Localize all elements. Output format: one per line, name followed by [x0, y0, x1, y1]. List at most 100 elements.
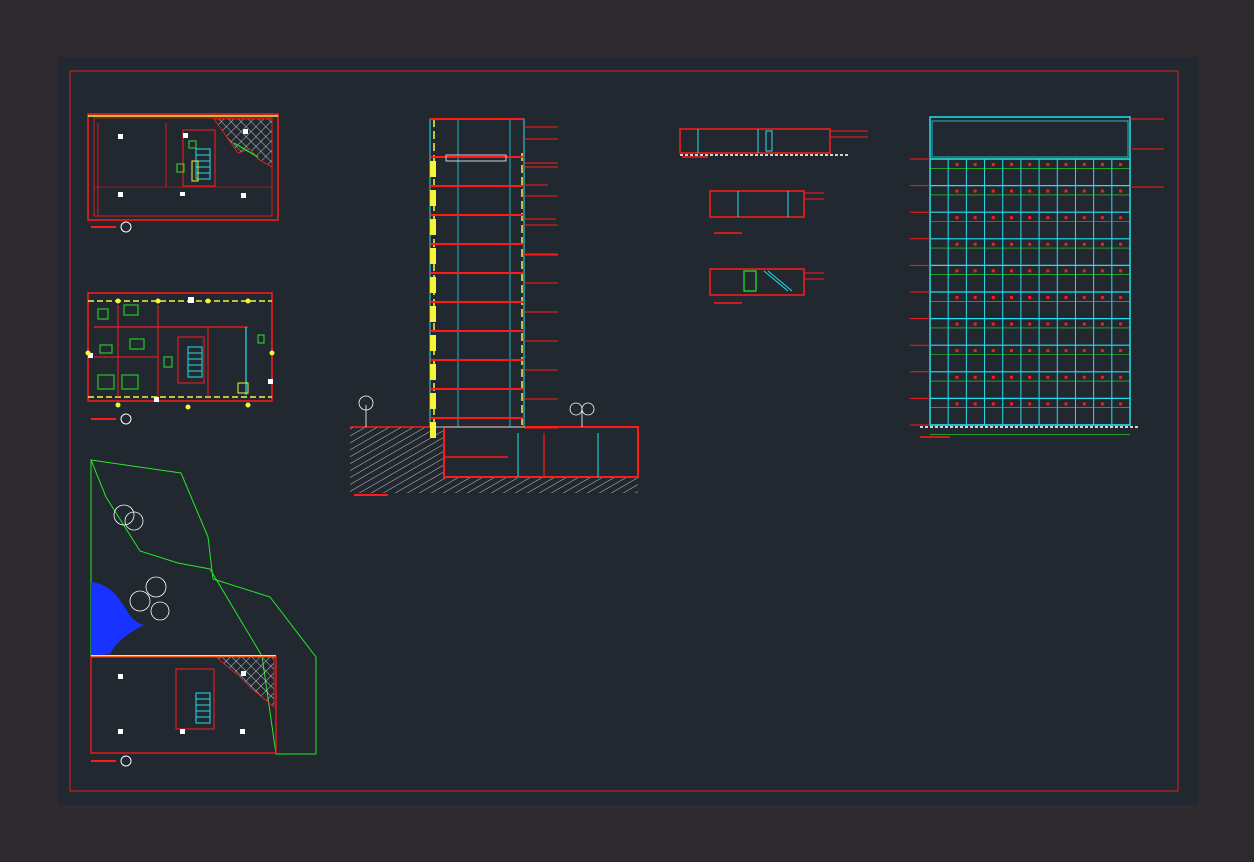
panel-tag: [1100, 269, 1104, 273]
panel-tag: [1082, 216, 1086, 220]
panel-tag: [1046, 189, 1050, 193]
window-mark: [430, 248, 436, 264]
panel-tag: [1119, 189, 1123, 193]
panel-tag: [991, 189, 995, 193]
panel-tag: [1010, 242, 1013, 246]
panel-tag: [1010, 189, 1013, 193]
panel-tag: [1010, 402, 1013, 406]
panel-tag: [1046, 242, 1050, 246]
panel-tag: [1028, 216, 1032, 220]
panel-tag: [973, 189, 977, 193]
panel-tag: [1064, 242, 1068, 246]
panel-tag: [973, 295, 977, 299]
panel-tag: [955, 349, 959, 353]
panel-tag: [1028, 242, 1032, 246]
panel-tag: [1100, 295, 1104, 299]
panel-tag: [1064, 162, 1068, 166]
panel-tag: [1064, 375, 1068, 379]
panel-tag: [1046, 216, 1050, 220]
floor-plan-upper: [87, 113, 279, 233]
panel-tag: [991, 349, 995, 353]
sheet-border: [69, 70, 1179, 792]
panel-tag: [1064, 295, 1068, 299]
panel-tag: [955, 242, 959, 246]
panel-tag: [1082, 189, 1086, 193]
building-section: [350, 118, 639, 496]
panel-tag: [1119, 269, 1123, 273]
panel-tag: [1119, 162, 1123, 166]
panel-tag: [1100, 189, 1104, 193]
panel-tag: [1082, 295, 1086, 299]
window-mark: [430, 335, 436, 351]
panel-tag: [973, 322, 977, 326]
panel-tag: [1119, 242, 1123, 246]
panel-tag: [1119, 322, 1123, 326]
panel-tag: [991, 242, 995, 246]
panel-tag: [1028, 375, 1032, 379]
site-plan: [90, 459, 317, 767]
window-mark: [430, 422, 436, 438]
panel-tag: [1028, 402, 1032, 406]
panel-tag: [955, 269, 959, 273]
panel-tag: [1046, 269, 1050, 273]
panel-tag: [1010, 295, 1013, 299]
panel-tag: [1082, 349, 1086, 353]
panel-tag: [955, 295, 959, 299]
panel-tag: [1119, 402, 1123, 406]
panel-tag: [1028, 349, 1032, 353]
panel-tag: [1082, 162, 1086, 166]
panel-tag: [1100, 402, 1104, 406]
panel-tag: [1046, 162, 1050, 166]
panel-tag: [1100, 322, 1104, 326]
panel-tag: [955, 322, 959, 326]
panel-tag: [1064, 216, 1068, 220]
panel-tag: [991, 375, 995, 379]
panel-tag: [973, 349, 977, 353]
panel-tag: [1119, 375, 1123, 379]
panel-tag: [973, 162, 977, 166]
panel-tag: [1064, 402, 1068, 406]
panel-tag: [1082, 322, 1086, 326]
panel-tag: [955, 189, 959, 193]
panel-tag: [1046, 375, 1050, 379]
window-mark: [430, 277, 436, 293]
window-mark: [430, 219, 436, 235]
panel-tag: [973, 269, 977, 273]
panel-tag: [1046, 349, 1050, 353]
panel-tag: [955, 375, 959, 379]
panel-tag: [1028, 295, 1032, 299]
panel-tag: [1028, 162, 1032, 166]
panel-tag: [1064, 322, 1068, 326]
panel-tag: [1100, 375, 1104, 379]
panel-tag: [1082, 402, 1086, 406]
panel-tag: [991, 162, 995, 166]
panel-tag: [1028, 269, 1032, 273]
panel-tag: [1100, 242, 1104, 246]
drawing-sheet: [58, 57, 1198, 805]
panel-tag: [1119, 349, 1123, 353]
panel-tag: [955, 216, 959, 220]
panel-tag: [1010, 162, 1013, 166]
panel-tag: [1100, 349, 1104, 353]
facade-elevation: [910, 116, 1164, 438]
panel-tag: [1010, 349, 1013, 353]
cad-drawing: [69, 70, 1179, 792]
panel-tag: [1028, 189, 1032, 193]
panel-tag: [1119, 216, 1123, 220]
panel-tag: [955, 162, 959, 166]
panel-tag: [1010, 216, 1013, 220]
panel-tag: [1100, 216, 1104, 220]
panel-tag: [1028, 322, 1032, 326]
panel-tag: [1082, 269, 1086, 273]
window-mark: [430, 306, 436, 322]
window-mark: [430, 190, 436, 206]
panel-tag: [1046, 295, 1050, 299]
panel-tag: [1064, 189, 1068, 193]
panel-tag: [991, 322, 995, 326]
floor-plan-typical: [85, 292, 275, 425]
window-mark: [430, 393, 436, 409]
panel-tag: [1064, 349, 1068, 353]
detail-sections: [679, 128, 868, 304]
panel-tag: [955, 402, 959, 406]
panel-tag: [991, 402, 995, 406]
